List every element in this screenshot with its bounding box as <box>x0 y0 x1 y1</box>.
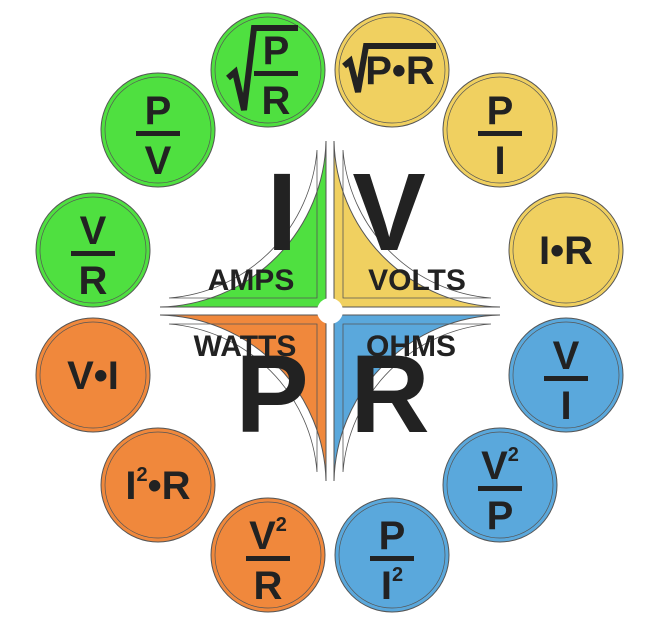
formula-circle-ring <box>512 321 620 429</box>
quadrant-inner-border <box>342 323 492 473</box>
superscript: 2 <box>392 564 403 586</box>
fraction-bar <box>71 251 115 256</box>
superscript: 2 <box>276 514 287 536</box>
fraction-bar <box>246 556 290 561</box>
formula-circle-ring <box>214 16 322 124</box>
quadrant-shape <box>159 140 327 308</box>
superscript: 2 <box>508 444 519 466</box>
formula-circle: PI <box>442 72 558 188</box>
formula-circle-ring <box>338 16 446 124</box>
formula-circle-shape <box>442 427 558 543</box>
numerator: P <box>263 29 290 73</box>
formula-text: I2•R <box>125 464 190 508</box>
formula-circle: I•R <box>508 192 624 308</box>
formula-circle: V2P <box>442 427 558 543</box>
formula-circle-shape <box>508 192 624 308</box>
denominator: V <box>145 139 172 183</box>
formula-circle: P•R <box>334 12 450 128</box>
formula-circle-shape <box>442 72 558 188</box>
formula-circle: PR <box>210 12 326 128</box>
formula-text: I•R <box>539 229 593 273</box>
numerator: P <box>487 89 514 133</box>
quadrant-symbol: R <box>350 333 429 456</box>
quadrant-unit: WATTS <box>194 330 297 363</box>
formula-circle-ring <box>104 431 212 539</box>
formula-circle-ring <box>39 321 147 429</box>
denominator: R <box>262 79 291 123</box>
formula-circle-shape <box>35 317 151 433</box>
denominator: I <box>494 139 505 183</box>
numerator: V <box>80 209 107 253</box>
formula-circle: VI <box>508 317 624 433</box>
formula-circle: V2R <box>210 497 326 613</box>
numerator: P <box>145 89 172 133</box>
fraction-bar <box>254 71 298 76</box>
formula-circle: PI2 <box>334 497 450 613</box>
formula-circle-ring <box>446 431 554 539</box>
center-hole <box>317 298 343 324</box>
formula-circle-ring <box>512 196 620 304</box>
formula-circle: PV <box>100 72 216 188</box>
formula-circle-shape <box>100 427 216 543</box>
fraction-bar <box>478 131 522 136</box>
quadrant-symbol: P <box>235 333 308 456</box>
formula-circle-ring <box>39 196 147 304</box>
formula-circle-shape <box>100 72 216 188</box>
fraction-bar <box>478 486 522 491</box>
quadrant-symbol: I <box>267 151 298 274</box>
denominator: R <box>254 564 283 608</box>
quadrant-inner-border <box>342 149 492 299</box>
formula-circle-ring <box>446 76 554 184</box>
quadrant-shape <box>333 140 501 308</box>
formula-circle-shape <box>210 497 326 613</box>
quadrant-unit: OHMS <box>366 330 456 363</box>
formula-text: V•I <box>67 354 119 398</box>
quadrant-inner-border <box>168 323 318 473</box>
formula-text-rest: •R <box>148 464 191 508</box>
formula-circle-shape <box>35 192 151 308</box>
formula-circle-ring <box>338 501 446 609</box>
formula-circle: V•I <box>35 317 151 433</box>
formula-circle-shape <box>334 12 450 128</box>
formula-text: P•R <box>365 49 435 93</box>
denominator: P <box>487 494 514 538</box>
quadrant-symbol: V <box>352 151 425 274</box>
quadrant-unit: AMPS <box>208 264 295 297</box>
formula-circle-shape <box>334 497 450 613</box>
formula-circle-ring <box>214 501 322 609</box>
fraction-bar <box>544 376 588 381</box>
denominator: I <box>560 384 571 428</box>
quadrant-unit: VOLTS <box>368 264 466 297</box>
formula-circle: VR <box>35 192 151 308</box>
numerator: V <box>553 334 580 378</box>
square-root-icon <box>226 25 298 111</box>
square-root-icon <box>342 43 436 93</box>
denominator: R <box>79 259 108 303</box>
formula-circle: I2•R <box>100 427 216 543</box>
formula-circle-ring <box>104 76 212 184</box>
quadrant-inner-border <box>168 149 318 299</box>
formula-circle-shape <box>508 317 624 433</box>
superscript: 2 <box>137 464 148 486</box>
quadrant-shape <box>159 314 327 482</box>
fraction-bar <box>370 556 414 561</box>
numerator: P <box>379 514 406 558</box>
fraction-bar <box>136 131 180 136</box>
quadrant-shape <box>333 314 501 482</box>
